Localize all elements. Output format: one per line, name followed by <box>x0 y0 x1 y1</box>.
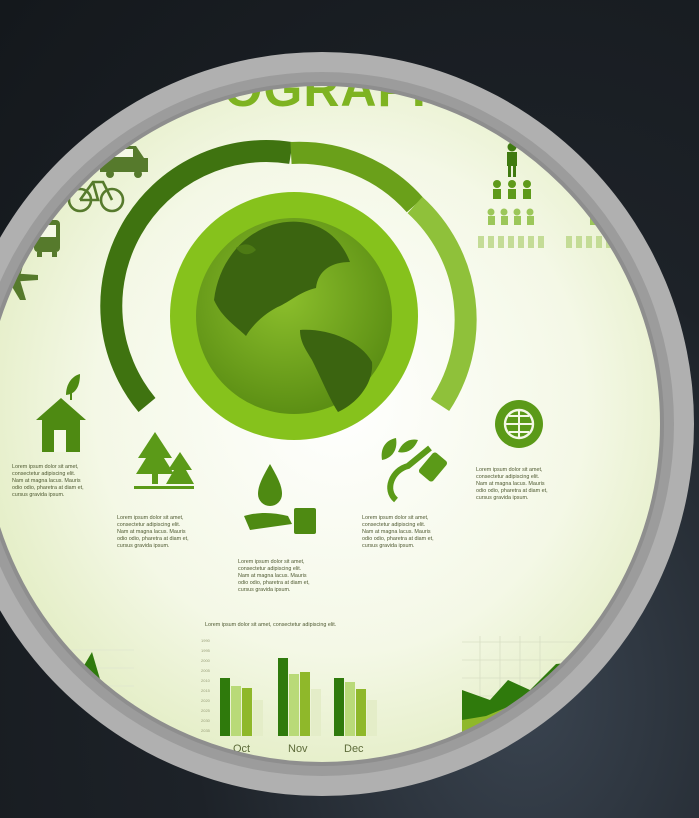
bar-nov-1 <box>289 674 299 736</box>
svg-text:2025: 2025 <box>201 708 211 713</box>
svg-text:2010: 2010 <box>201 678 211 683</box>
svg-text:2035: 2035 <box>201 728 211 733</box>
trees-icon <box>134 432 194 489</box>
bar-nov-2 <box>300 672 310 736</box>
svg-text:1990: 1990 <box>201 638 211 643</box>
bar-oct-2 <box>242 688 252 736</box>
chart-caption: Lorem ipsum dolor sit amet, consectetur … <box>205 622 336 628</box>
trees-caption: Lorem ipsum dolor sit amet, consectetur … <box>117 515 190 549</box>
bar-dec-1 <box>345 682 355 736</box>
earth-globe-icon <box>170 192 418 440</box>
bar-dec-3 <box>367 700 377 736</box>
svg-text:2030: 2030 <box>201 718 211 723</box>
svg-text:1995: 1995 <box>201 648 211 653</box>
gauge-ring <box>100 140 477 413</box>
bar-dec-2 <box>356 689 366 736</box>
water-caption: Lorem ipsum dolor sit amet, consectetur … <box>238 559 311 593</box>
eco-plug-icon <box>381 438 448 503</box>
globe-caption: Lorem ipsum dolor sit amet, consectetur … <box>476 467 549 501</box>
plug-caption: Lorem ipsum dolor sit amet, consectetur … <box>362 515 435 549</box>
eco-house-icon <box>36 374 86 452</box>
month-label-dec: Dec <box>344 743 364 755</box>
bar-nov-0 <box>278 658 288 736</box>
bar-nov-3 <box>311 689 321 736</box>
bar-oct-3 <box>253 700 263 736</box>
bar-chart <box>220 658 377 736</box>
svg-text:2020: 2020 <box>201 698 211 703</box>
water-drop-hand-icon <box>244 464 316 534</box>
bicycle-icon <box>67 180 125 213</box>
bar-dec-0 <box>334 678 344 736</box>
world-badge-icon <box>495 400 543 448</box>
bar-oct-0 <box>220 678 230 736</box>
bar-chart-months: Oct Nov Dec <box>233 743 364 755</box>
year-axis: 1990 1995 2000 2005 2010 2015 2020 2025 … <box>201 638 211 733</box>
svg-text:2005: 2005 <box>201 668 211 673</box>
bar-oct-1 <box>231 686 241 736</box>
svg-text:2015: 2015 <box>201 688 211 693</box>
month-label-nov: Nov <box>288 743 308 755</box>
house-caption: Lorem ipsum dolor sit amet, consectetur … <box>12 464 85 498</box>
svg-text:2000: 2000 <box>201 658 211 663</box>
